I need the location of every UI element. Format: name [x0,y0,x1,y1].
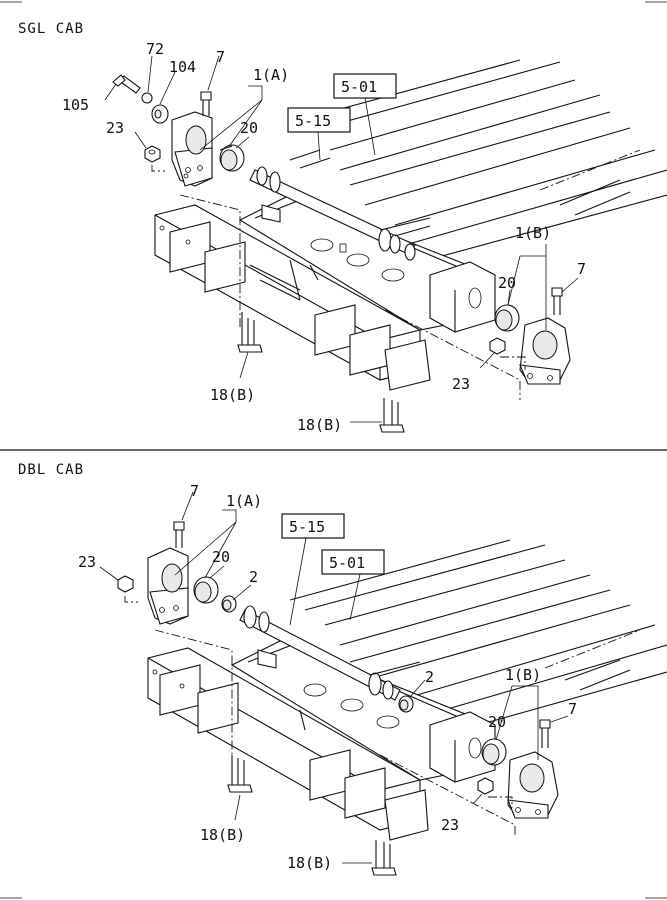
label-part-20: 20 [240,119,258,137]
label-part-18b-right: 18(B) [287,854,332,872]
dbl-leader-lines [99,491,569,864]
label-part-7-right: 7 [577,260,586,278]
sgl-rubber-mount-20-right [494,304,520,332]
label-part-7-right: 7 [568,700,577,718]
sgl-leader-lines [104,55,579,423]
dbl-rear-cross-shaft [239,605,421,701]
label-part-72: 72 [146,40,164,58]
dbl-bush-2-right [398,695,414,713]
svg-text:5-01: 5-01 [341,78,377,96]
dbl-nut-23-right [477,777,494,795]
label-part-104: 104 [169,58,196,76]
section-title-sgl-cab: SGL CAB [18,21,84,37]
svg-text:5-01: 5-01 [329,554,365,572]
dbl-front-crossmember [147,647,429,841]
label-part-1b: 1(B) [515,224,551,242]
sgl-washer-72 [141,92,153,104]
sgl-bolt-7-left [200,91,212,116]
label-part-23-right: 23 [452,375,470,393]
dbl-ref-5-15: 5-15 [281,513,345,626]
label-part-2-right: 2 [425,668,434,686]
dbl-rubber-mount-20-right [481,738,507,766]
label-part-2: 2 [249,568,258,586]
label-part-23: 23 [106,119,124,137]
section-title-dbl-cab: DBL CAB [18,462,84,478]
label-part-1b: 1(B) [505,666,541,684]
sgl-ref-5-01: 5-01 [333,73,397,156]
dbl-nut-23-left [117,575,134,593]
sgl-washer-104 [151,104,169,124]
sgl-nut-23-left [144,145,161,163]
dbl-stud-18b-right [371,840,397,876]
sgl-mount-bracket-1a [171,111,213,187]
svg-text:5-15: 5-15 [289,518,325,536]
label-part-23-right: 23 [441,816,459,834]
label-part-7: 7 [190,482,199,500]
label-part-18b-right: 18(B) [297,416,342,434]
dbl-bush-2-left [221,595,237,613]
dbl-mount-bracket-1a [147,547,189,625]
label-part-20-right: 20 [498,274,516,292]
label-part-1a: 1(A) [253,66,289,84]
label-part-23: 23 [78,553,96,571]
label-part-105: 105 [62,96,89,114]
dbl-stud-18b-left [227,755,253,793]
dbl-mount-bracket-1b [507,751,559,819]
label-part-18b-left: 18(B) [200,826,245,844]
label-part-18b-left: 18(B) [210,386,255,404]
svg-text:5-15: 5-15 [295,112,331,130]
dbl-rubber-mount-20 [193,576,219,604]
sgl-nut-23-right [489,337,506,355]
dbl-ref-5-01: 5-01 [321,549,385,621]
sgl-frame-body [238,194,496,333]
label-part-1a: 1(A) [226,492,262,510]
sgl-front-crossmember [154,204,431,391]
sgl-rubber-mount-20 [219,144,245,172]
sgl-mount-bracket-1b [519,317,571,385]
label-part-7: 7 [216,48,225,66]
sgl-cab-diagram: 5-01 5-15 [62,40,667,434]
label-part-20-right: 20 [488,713,506,731]
sgl-bolt-105 [112,74,141,94]
sgl-rear-cross-shaft [249,149,431,261]
dbl-cab-diagram: 5-15 5-01 [78,482,667,876]
dbl-frame-body [230,639,496,783]
sgl-bolt-7-right [551,287,563,315]
sgl-stud-18b-right [379,398,405,433]
dbl-bolt-7-left [173,521,185,548]
sgl-stud-18b-left [237,312,263,353]
label-part-20: 20 [212,548,230,566]
dbl-bolt-7-right [539,719,551,748]
sgl-ref-5-15: 5-15 [287,107,351,161]
